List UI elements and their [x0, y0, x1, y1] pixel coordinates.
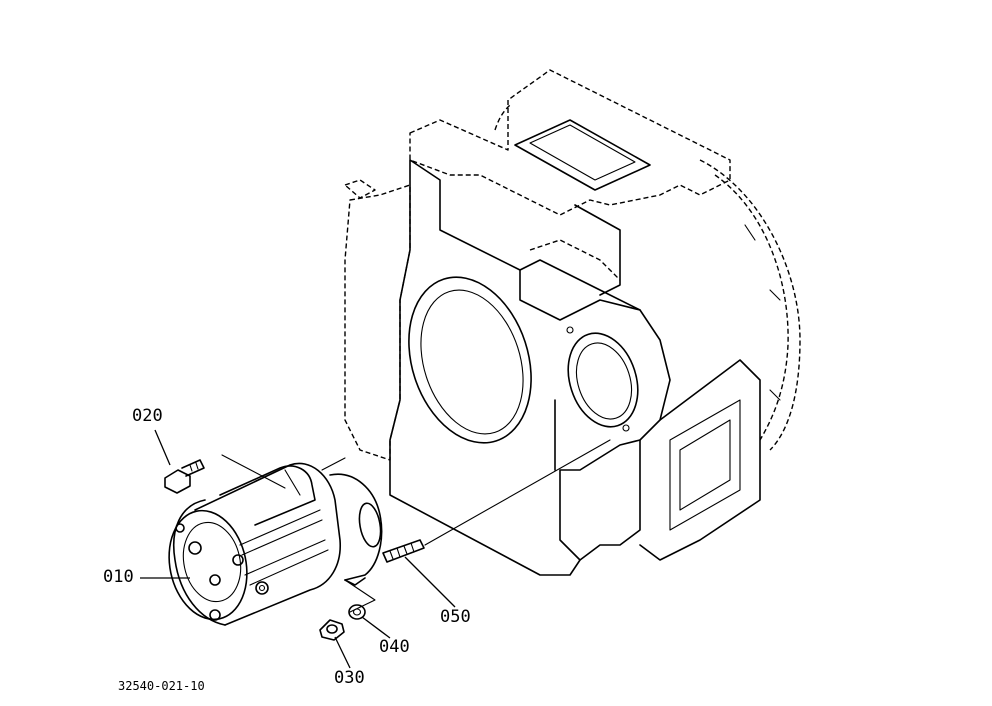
- leader-050: [404, 556, 456, 608]
- housing-guide-line-lower: [424, 439, 611, 546]
- leader-040: [361, 616, 391, 639]
- starter-motor: [168, 462, 383, 626]
- drawing-reference-code: 32540-021-10: [118, 679, 205, 693]
- stud: [382, 539, 425, 563]
- leader-030: [334, 636, 351, 669]
- leader-020: [154, 429, 171, 466]
- bolt-guide-line: [221, 454, 286, 489]
- flywheel-housing: [344, 69, 801, 576]
- callout-030: 030: [334, 668, 365, 688]
- washer-guide-line: [344, 579, 376, 613]
- callout-020: 020: [132, 406, 163, 426]
- callout-040: 040: [379, 637, 410, 657]
- callout-010: 010: [103, 567, 134, 587]
- housing-guide-line-upper: [321, 457, 346, 471]
- nut: [319, 619, 345, 641]
- bolt: [164, 459, 205, 494]
- callout-050: 050: [440, 607, 471, 627]
